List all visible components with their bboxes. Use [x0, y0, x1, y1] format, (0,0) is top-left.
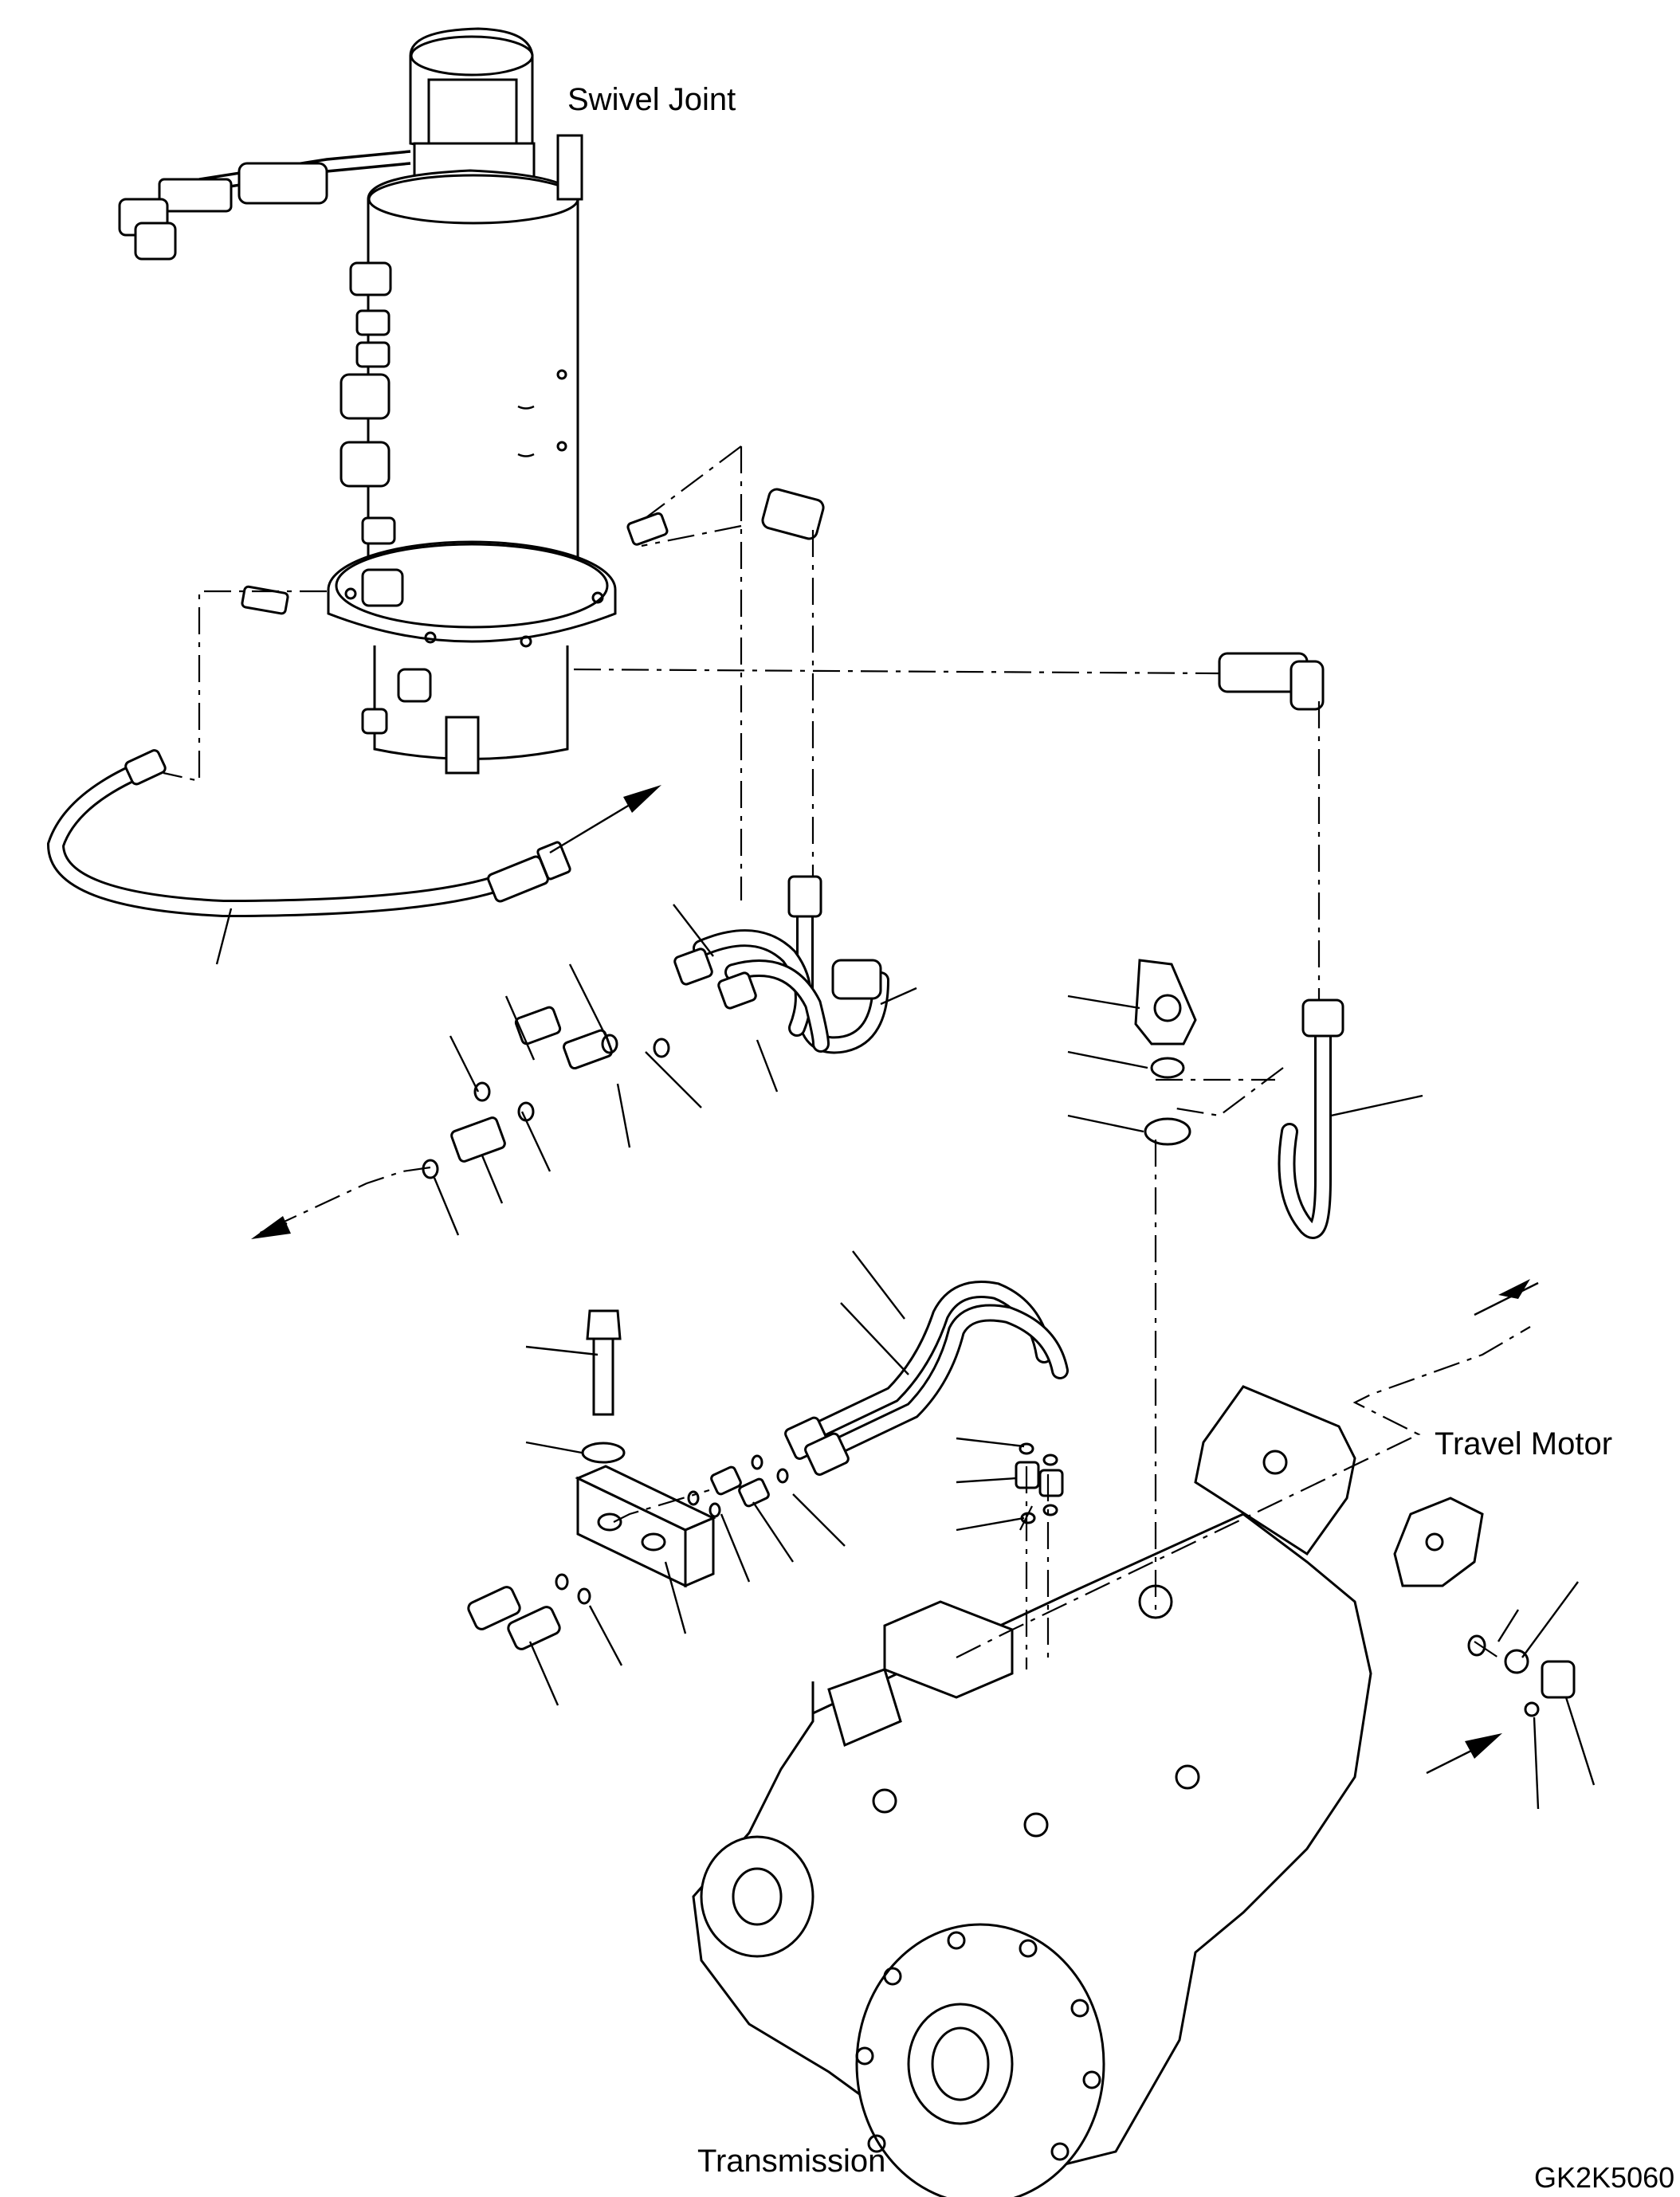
- transmission-label: Transmission: [697, 2144, 885, 2179]
- swivel-joint-label: Swivel Joint: [567, 82, 736, 117]
- routing-lines: [163, 445, 1531, 1669]
- middle-hose-group: [422, 488, 917, 1236]
- arrow-down-left-2: [1498, 1279, 1530, 1299]
- right-upper-fittings: [1067, 652, 1423, 1239]
- transmission-assembly: [692, 1385, 1596, 2197]
- flow-arrows: [251, 785, 1539, 1775]
- travel-motor-label: Travel Motor: [1435, 1426, 1612, 1461]
- arrow-up-right-1: [623, 785, 661, 813]
- lower-manifold-group: [467, 1250, 1069, 1706]
- long-hose-left: [46, 585, 571, 965]
- swivel-joint-assembly: [118, 27, 617, 775]
- arrow-up-right-2: [1465, 1733, 1502, 1759]
- arrow-down-left: [251, 1216, 291, 1239]
- drawing-code: GK2K5060: [1534, 2161, 1674, 2194]
